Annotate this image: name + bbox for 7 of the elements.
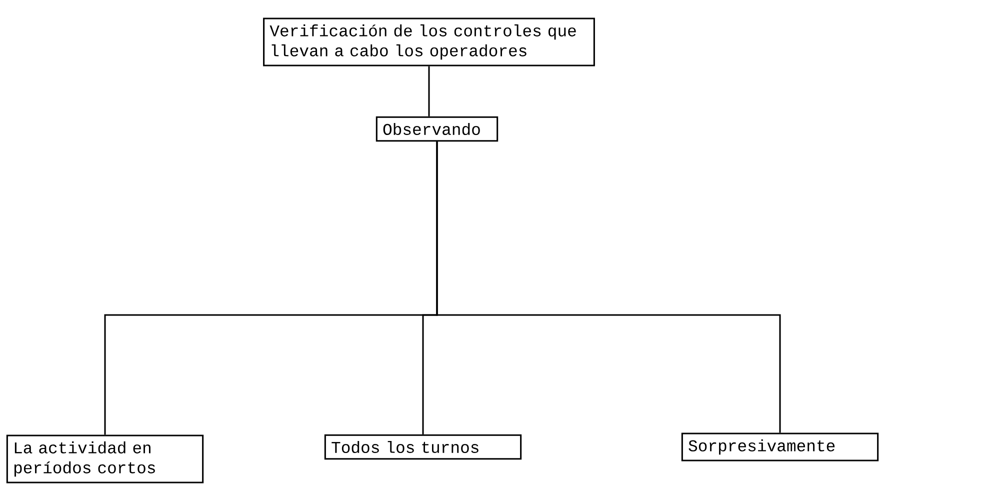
process-box: Observando bbox=[376, 116, 498, 142]
connector-line bbox=[428, 66, 430, 116]
process-box: La actividad en períodos cortos bbox=[6, 434, 204, 484]
process-box: Sorpresivamente bbox=[681, 432, 879, 462]
connector-line bbox=[436, 142, 781, 433]
process-box: Verificación de los controles que llevan a cabo los operadores bbox=[263, 18, 595, 66]
process-box: Todos los turnos bbox=[324, 434, 522, 460]
